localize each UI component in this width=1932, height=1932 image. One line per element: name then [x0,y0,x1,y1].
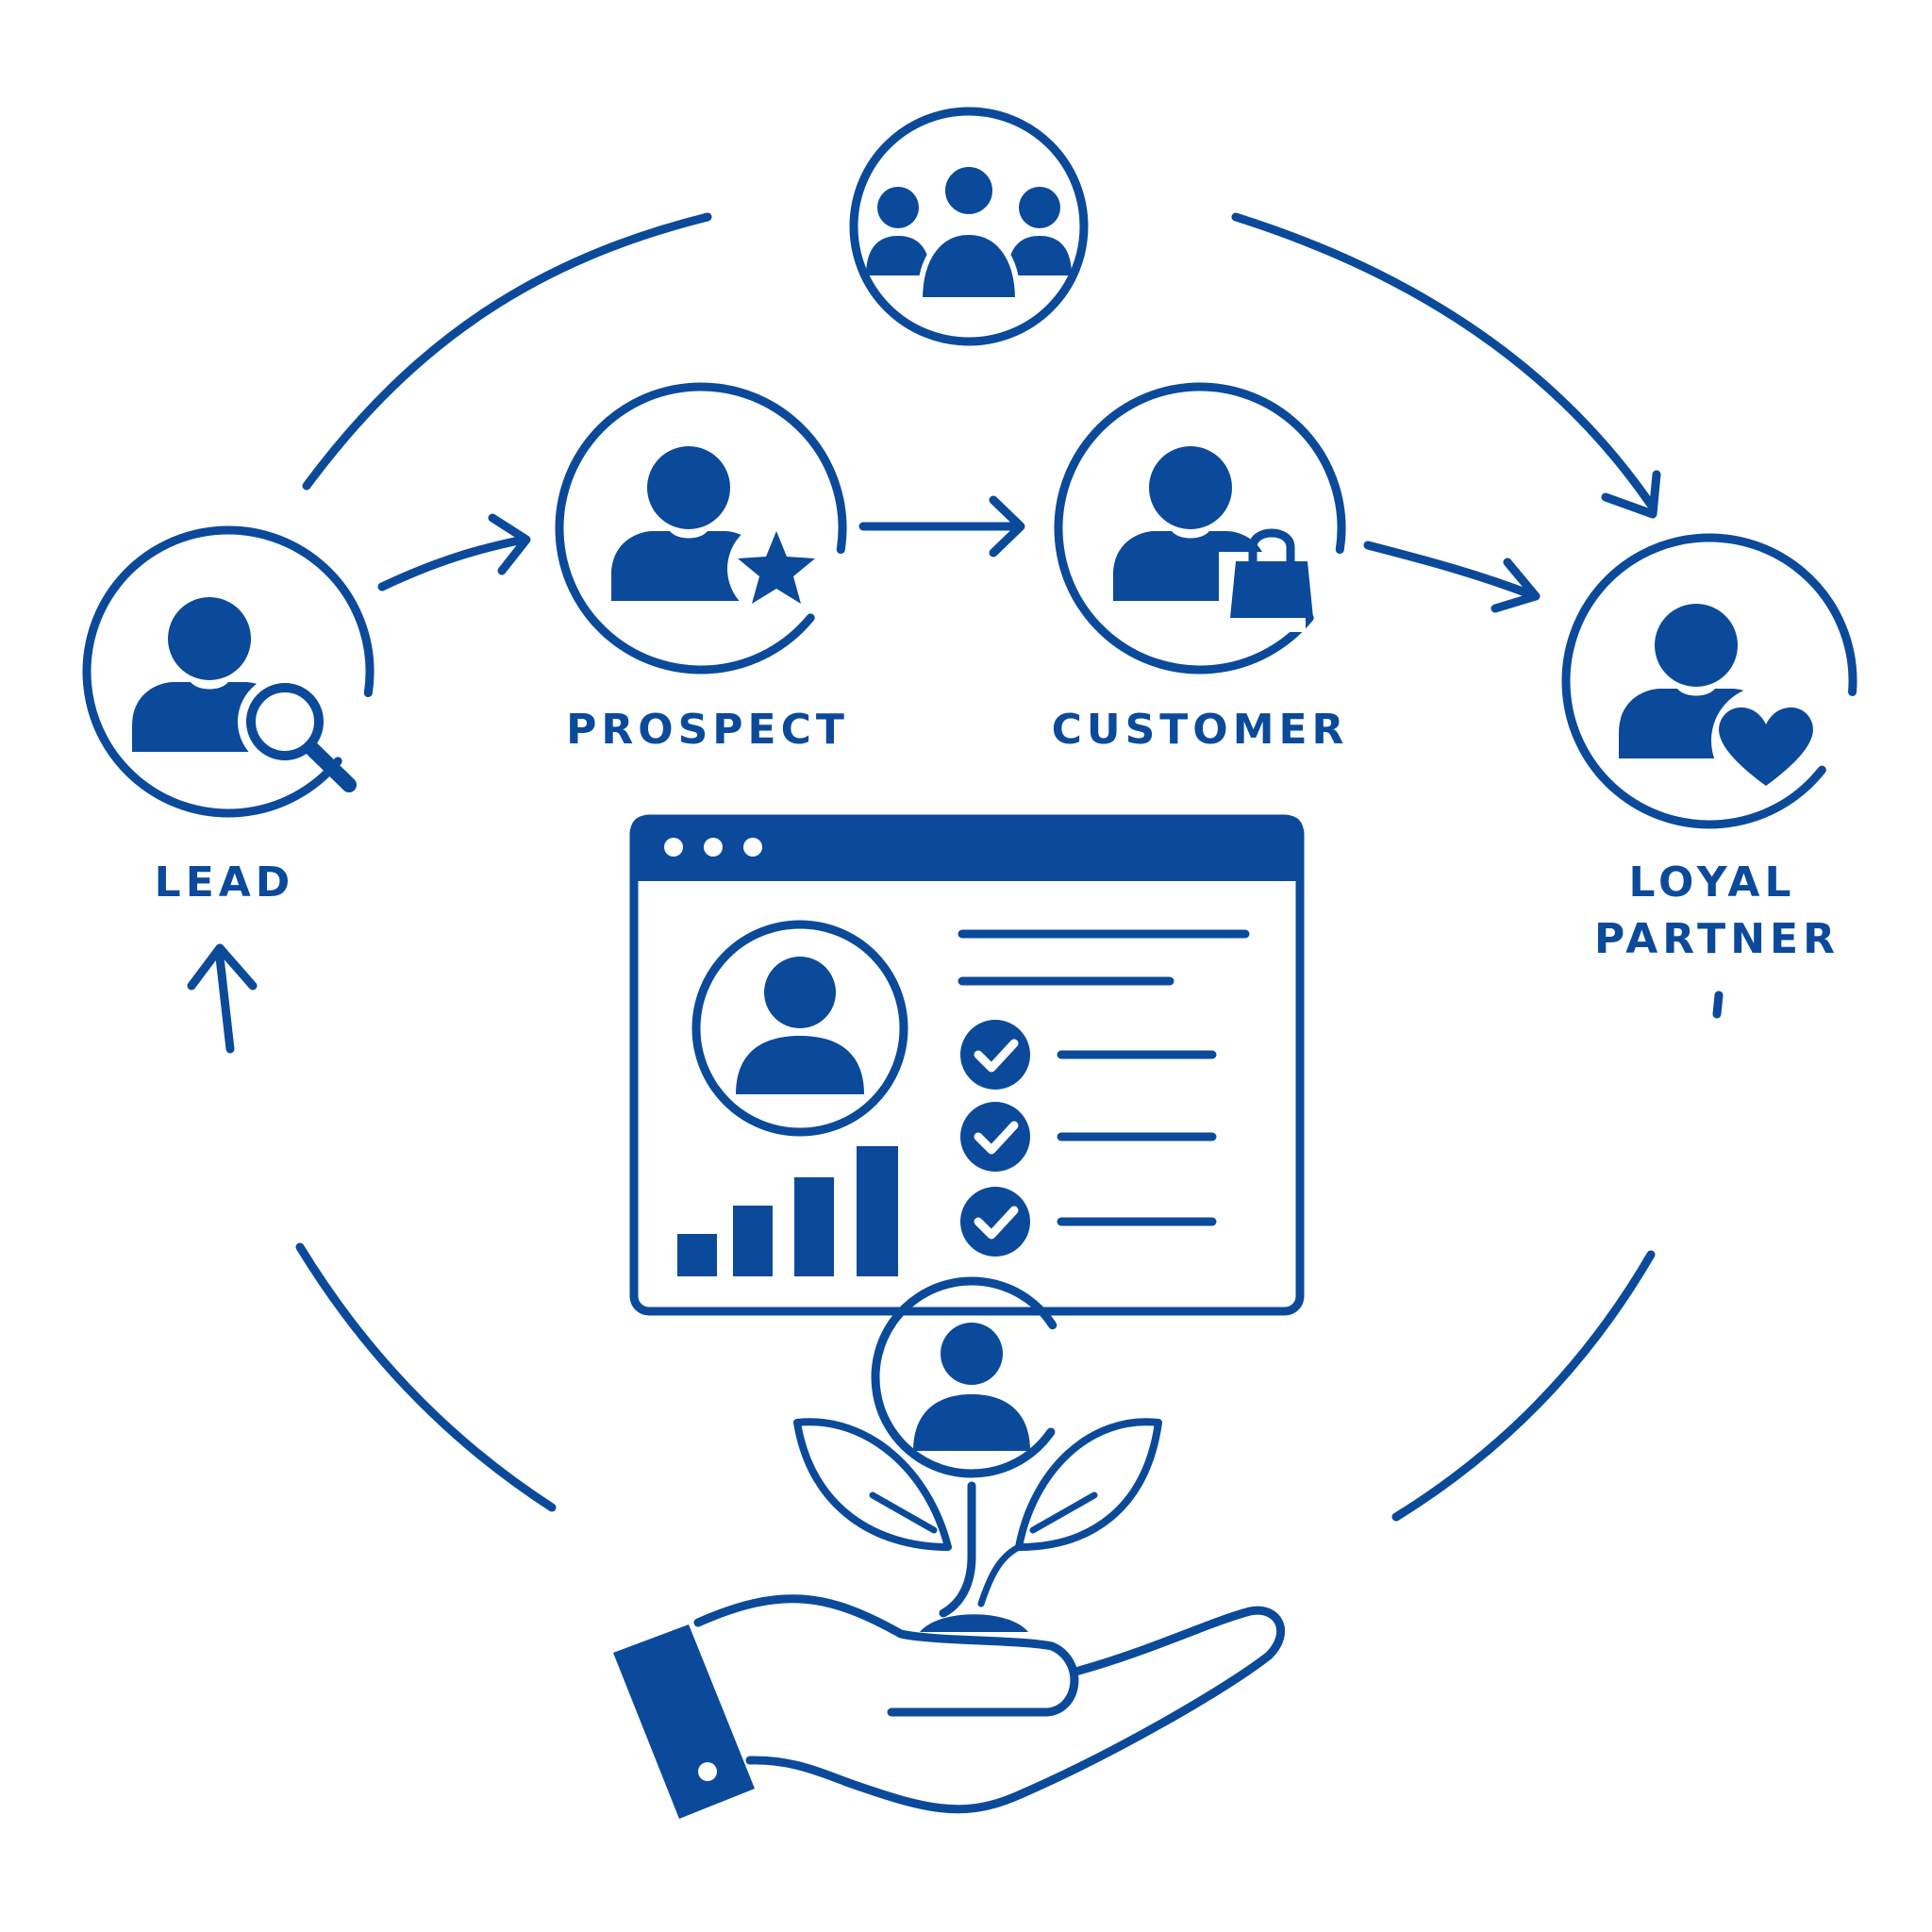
dots-right [1662,1041,1721,1226]
check-item-3 [960,1187,1217,1257]
person-heart-icon [1619,604,1821,795]
profile-person-icon [736,957,864,1094]
arrowhead-loyal-top [1601,470,1661,519]
soil-mound [920,1614,1028,1632]
stage-customer: CUSTOMER [1052,382,1349,754]
window-dots [664,838,762,857]
hand-cuff [613,1624,755,1819]
person-search-icon [132,597,357,792]
person-shopping-bag-icon [1113,446,1313,632]
cuff-button [698,1762,717,1781]
bar-4 [857,1146,898,1276]
bar-3 [794,1177,834,1276]
community-node [849,107,1089,346]
person-star-icon [611,446,825,618]
stage-label-prospect: PROSPECT [566,706,849,754]
arrow-lead-to-prospect [377,535,528,591]
dots-left [230,1082,291,1215]
dash-right-top [1712,991,1724,1019]
leaf-right [1015,1418,1162,1551]
cycle-arrows [187,187,1724,1579]
arrowhead-customer [989,495,1025,558]
browser-window-dashboard-icon [629,814,1305,1316]
plant-stem-right [977,1543,1023,1607]
leaf-left [793,1418,952,1551]
arrow-customer-to-loyal [1363,541,1535,599]
leaf-right-vein [1029,1491,1098,1534]
bar-2 [733,1206,773,1276]
stage-label-partner: PARTNER [1594,915,1840,963]
group-people-icon [866,161,1072,303]
dots-top-left [733,187,824,217]
arrowhead-loyal [1491,558,1541,613]
profile-circle [691,920,908,1137]
arrowhead-prospect [488,513,531,575]
plant-stem [939,1481,976,1618]
hand-holding-plant-person-icon [613,1276,1285,1819]
arc-lead-to-community [302,212,712,491]
stage-label-lead: LEAD [155,858,295,907]
arc-bottom-right [1391,1250,1656,1522]
checklist [960,1020,1217,1257]
stage-label-loyal: LOYAL [1628,858,1795,907]
bar-1 [677,1234,717,1276]
stage-lead: LEAD [82,525,375,907]
dots-bottom-left [577,1492,710,1572]
check-item-2 [960,1102,1217,1172]
dots-top-right [1110,187,1206,219]
arc-bottom-left [295,1242,557,1512]
window-title-bar [630,815,1304,881]
open-hand [693,1594,1285,1814]
leaf-left-vein [869,1491,938,1534]
check-item-1 [960,1020,1217,1090]
arrowhead-lead [187,943,258,991]
seedling-person-icon [913,1323,1030,1451]
profile-text-lines [958,929,1250,986]
arrow-return-to-lead [215,953,235,1054]
stage-loyal-partner: LOYAL PARTNER [1561,533,1857,963]
bar-chart-icon [677,1146,898,1276]
arc-community-to-loyal [1231,212,1656,509]
stage-prospect: PROSPECT [555,382,849,754]
dots-bottom-right [1236,1502,1368,1579]
stage-label-customer: CUSTOMER [1052,706,1349,754]
